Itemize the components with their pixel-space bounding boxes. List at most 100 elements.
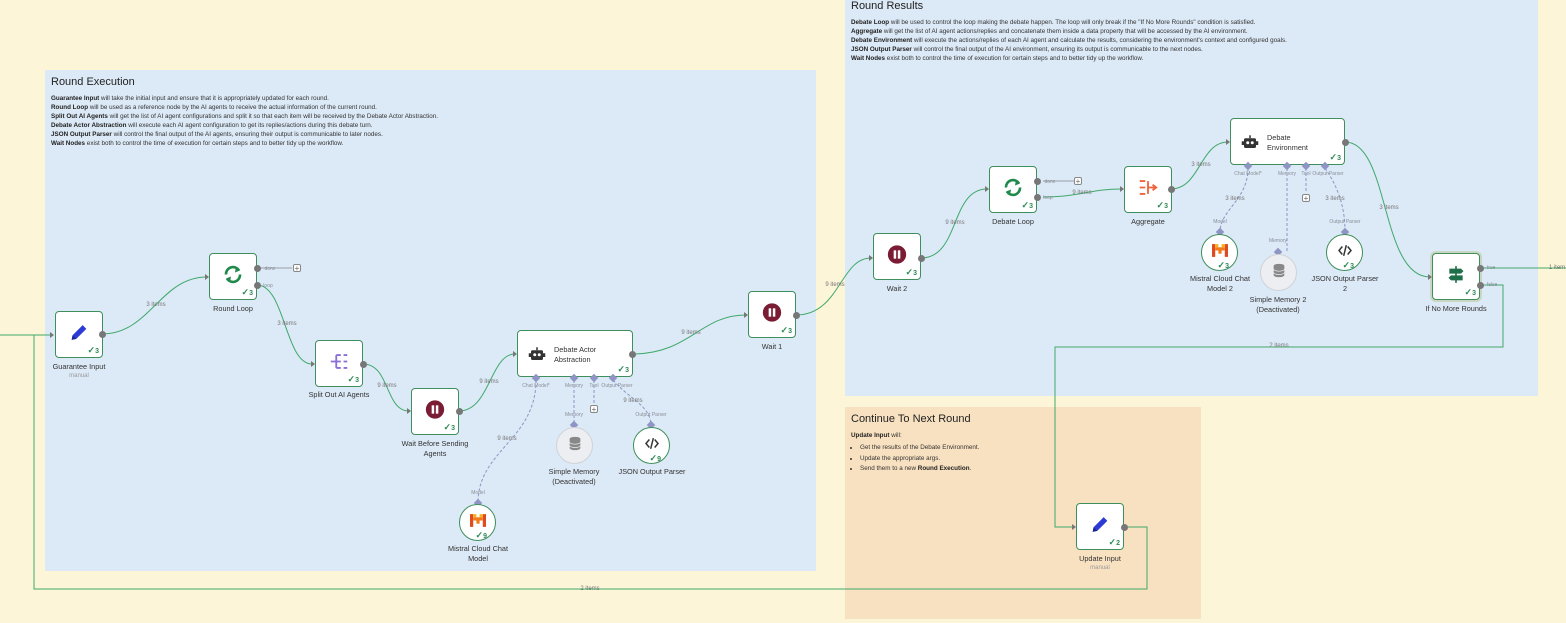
port-label: Tool: [1301, 171, 1311, 177]
note-continue-next-round[interactable]: Continue To Next Round Update Input will…: [845, 407, 1201, 619]
pause-icon: [425, 399, 445, 424]
port-label-true: true: [1486, 265, 1496, 271]
input-port[interactable]: [1120, 186, 1124, 192]
note-bullet: Send them to a new Round Execution.: [860, 464, 1195, 475]
add-node-button[interactable]: +: [293, 264, 301, 273]
code-icon: [1337, 242, 1353, 263]
json-output-parser-2-node[interactable]: ✓3: [1326, 234, 1363, 271]
success-count: ✓3: [617, 364, 629, 374]
output-port[interactable]: [918, 255, 925, 262]
input-port[interactable]: [744, 312, 748, 318]
port-label: Memory: [1268, 238, 1288, 244]
node-label: Wait 1: [761, 342, 783, 351]
port-label-false: false: [1486, 282, 1498, 288]
edge-label: 2 items: [580, 586, 600, 592]
simple-memory-node[interactable]: [556, 427, 593, 464]
edge-label: 3 items: [146, 302, 166, 308]
database-icon: [1271, 262, 1287, 283]
output-port[interactable]: [456, 408, 463, 415]
port-label-done: done: [1044, 179, 1056, 185]
pencil-icon: [1089, 513, 1111, 540]
output-port[interactable]: [254, 265, 261, 272]
code-icon: [644, 435, 660, 456]
wait-2-node[interactable]: ✓3: [873, 233, 921, 280]
mistral-icon: [1211, 243, 1228, 262]
input-port[interactable]: [311, 361, 315, 367]
mistral-cloud-chat-model-node[interactable]: ✓9: [459, 504, 496, 541]
node-sublabel: manual: [1090, 565, 1110, 571]
note-line: Split Out AI Agents will get the list of…: [51, 113, 438, 120]
output-port-true[interactable]: [1477, 265, 1484, 272]
round-loop-node[interactable]: ✓3: [209, 253, 257, 300]
loop-icon: [1001, 175, 1025, 204]
input-port[interactable]: [869, 255, 873, 261]
success-count: ✓9: [649, 453, 661, 463]
aggregate-node[interactable]: ✓3: [1124, 166, 1172, 213]
pause-icon: [762, 302, 782, 327]
output-port[interactable]: [629, 351, 636, 358]
port-label: Output Parser: [601, 383, 633, 389]
input-port[interactable]: [1428, 274, 1432, 280]
port-label: Memory: [564, 412, 584, 418]
add-tool-button[interactable]: +: [590, 405, 598, 414]
port-label: Output Parser: [635, 412, 667, 418]
port-label-loop: loop: [1043, 195, 1053, 201]
robot-icon: [528, 345, 546, 368]
input-port[interactable]: [985, 186, 989, 192]
node-label: Guarantee Input: [52, 362, 106, 371]
if-no-more-rounds-node[interactable]: ✓3: [1432, 253, 1480, 300]
note-round-results[interactable]: Round Results Debate Loop will be used t…: [845, 0, 1538, 396]
success-count: ✓3: [905, 267, 917, 277]
note-title: Continue To Next Round: [851, 413, 971, 425]
json-output-parser-node[interactable]: ✓9: [633, 427, 670, 464]
output-port[interactable]: [360, 361, 367, 368]
input-port[interactable]: [1226, 139, 1230, 145]
note-round-execution[interactable]: Round Execution Guarantee Input will tak…: [45, 70, 816, 571]
split-out-node[interactable]: ✓3: [315, 340, 363, 387]
output-port[interactable]: [1342, 139, 1349, 146]
debate-loop-node[interactable]: ✓3: [989, 166, 1037, 213]
note-bullet: Get the results of the Debate Environmen…: [860, 443, 1195, 454]
note-line: Wait Nodes exist both to control the tim…: [51, 140, 344, 147]
edge-label: 9 items: [945, 220, 965, 226]
note-body: Guarantee Input will take the initial in…: [51, 94, 810, 148]
port-label: Tool: [589, 383, 599, 389]
success-count: ✓3: [1464, 287, 1476, 297]
edge-label: 1 item: [1548, 265, 1566, 271]
add-node-button[interactable]: +: [1074, 177, 1082, 186]
input-port[interactable]: [50, 332, 54, 338]
input-port[interactable]: [1072, 524, 1076, 530]
output-port[interactable]: [99, 331, 106, 338]
wait-1-node[interactable]: ✓3: [748, 291, 796, 338]
simple-memory-2-node[interactable]: [1260, 254, 1297, 291]
mistral-cloud-chat-model-2-node[interactable]: ✓3: [1201, 234, 1238, 271]
port-label: Model: [1213, 219, 1227, 225]
input-port[interactable]: [407, 408, 411, 414]
loop-icon: [221, 262, 245, 291]
output-port-false[interactable]: [1477, 282, 1484, 289]
guarantee-input-node[interactable]: ✓3: [55, 311, 103, 358]
pencil-icon: [68, 321, 90, 348]
output-port[interactable]: [1168, 186, 1175, 193]
split-icon: [328, 350, 350, 377]
node-label: If No More Rounds: [1425, 304, 1487, 313]
note-title: Round Execution: [51, 76, 135, 88]
success-count: ✓3: [1156, 200, 1168, 210]
add-tool-button[interactable]: +: [1302, 194, 1310, 203]
input-port[interactable]: [205, 274, 209, 280]
output-port[interactable]: [254, 282, 261, 289]
update-input-node[interactable]: ✓2: [1076, 503, 1124, 550]
pause-icon: [887, 244, 907, 269]
output-port[interactable]: [793, 312, 800, 319]
wait-before-sending-node[interactable]: ✓3: [411, 388, 459, 435]
output-port[interactable]: [1034, 178, 1041, 185]
input-port[interactable]: [513, 351, 517, 357]
node-label: Update Input: [1079, 554, 1121, 563]
edge-label: 3 items: [1379, 205, 1399, 211]
output-port[interactable]: [1034, 194, 1041, 201]
output-port[interactable]: [1121, 524, 1128, 531]
